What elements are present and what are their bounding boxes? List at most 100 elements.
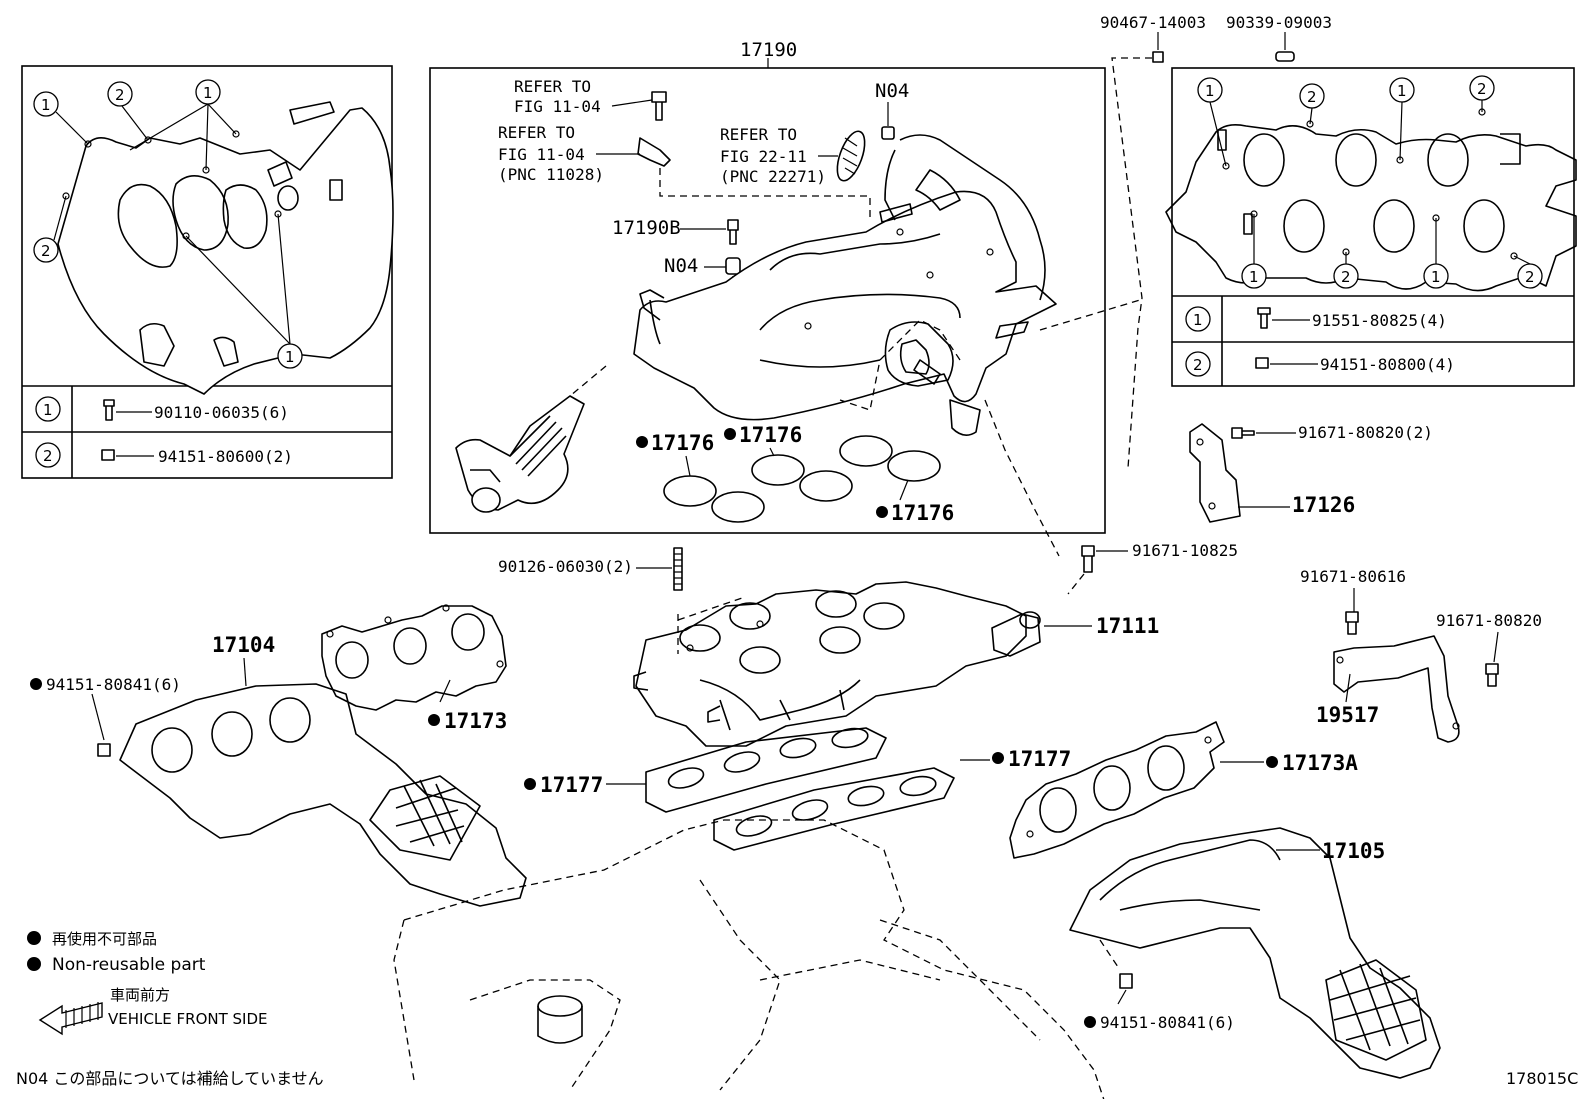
callout-num: 1 <box>1205 82 1215 100</box>
bolt-91671-10825-icon <box>1081 545 1095 573</box>
label-17173[interactable]: 17173 <box>444 709 507 733</box>
label-refer2-line2[interactable]: FIG 11-04 <box>498 145 585 164</box>
intake-plenum-drawing <box>633 134 1057 436</box>
label-refer3-line2[interactable]: FIG 22-11 <box>720 147 807 166</box>
label-17176-b[interactable]: 17176 <box>739 423 802 447</box>
label-94151-80841-a[interactable]: 94151-80841(6) <box>46 675 181 694</box>
figure-id: 178015C <box>1506 1069 1578 1088</box>
bracket-17126-drawing <box>1189 423 1241 523</box>
callout-2-right-a <box>1299 83 1325 109</box>
label-17111[interactable]: 17111 <box>1096 614 1159 638</box>
callout-num: 1 <box>1431 268 1441 286</box>
bolt-90467-icon <box>1152 51 1164 63</box>
callout-num: 2 <box>1525 268 1535 286</box>
legend-n04-note: N04 この部品については補給していません <box>16 1069 324 1088</box>
bolt-91671-80616-icon <box>1345 611 1359 635</box>
callout-1-left-c <box>277 343 303 369</box>
callout-num: 2 <box>1477 80 1487 98</box>
bracket-19517-drawing <box>1333 635 1460 743</box>
bolt-91671-80820-b-icon <box>1485 663 1499 687</box>
right-detail-frame <box>1171 67 1575 387</box>
callout-1-right-a <box>1197 77 1223 103</box>
label-90467-14003[interactable]: 90467-14003 <box>1100 13 1206 32</box>
label-refer2-line3: (PNC 11028) <box>498 165 604 184</box>
callout-num: 2 <box>115 86 125 104</box>
throttle-body-drawing <box>455 395 585 513</box>
gaskets-17176-drawing <box>663 435 941 523</box>
label-91671-80616[interactable]: 91671-80616 <box>1300 567 1406 586</box>
filter-screen-icon <box>836 130 866 182</box>
legend-nonreusable-dot-2 <box>27 957 41 971</box>
nonreusable-dot-17177b <box>992 752 1004 764</box>
stud-90126-icon <box>673 547 683 591</box>
label-17177-b[interactable]: 17177 <box>1008 747 1071 771</box>
label-refer3-line1: REFER TO <box>720 125 797 144</box>
nonreusable-dot-17176a <box>636 436 648 448</box>
callout-num: 2 <box>1341 268 1351 286</box>
callout-2-right-b <box>1469 75 1495 101</box>
nonreusable-dot-17176c <box>876 506 888 518</box>
label-n04-mid[interactable]: N04 <box>664 255 698 277</box>
label-17177-a[interactable]: 17177 <box>540 773 603 797</box>
label-n04-top[interactable]: N04 <box>875 80 909 102</box>
label-refer1-line1: REFER TO <box>514 77 591 96</box>
label-17104[interactable]: 17104 <box>212 633 275 657</box>
nonreusable-dot-17173a <box>1266 756 1278 768</box>
label-17190[interactable]: 17190 <box>740 39 797 61</box>
nut-94151-80800-icon <box>1255 357 1269 369</box>
gaskets-17177-drawing <box>645 727 955 851</box>
right-table-row2-part[interactable]: 94151-80800(4) <box>1320 355 1455 374</box>
label-17176-a[interactable]: 17176 <box>651 431 714 455</box>
bolt-91671-80820-icon <box>1231 427 1255 439</box>
label-17190b[interactable]: 17190B <box>612 217 681 239</box>
left-table-row1-part[interactable]: 90110-06035(6) <box>154 403 289 422</box>
n04-top-icon <box>881 126 895 140</box>
right-table-row1-part[interactable]: 91551-80825(4) <box>1312 311 1447 330</box>
bolt-91551-icon <box>1257 307 1271 329</box>
label-90126-06030[interactable]: 90126-06030(2) <box>498 557 633 576</box>
n04-mid-icon <box>725 257 741 275</box>
label-91671-10825[interactable]: 91671-10825 <box>1132 541 1238 560</box>
nut-94151-80841-a-icon <box>97 743 111 757</box>
left-manifold-drawing <box>57 101 394 395</box>
callout-1-left-b <box>195 79 221 105</box>
legend-nonreusable-dot <box>27 931 41 945</box>
nut-94151-80841-b-icon <box>1119 973 1133 989</box>
right-table-num-1 <box>1185 306 1211 332</box>
callout-num: 1 <box>203 84 213 102</box>
nonreusable-dot-17176b <box>724 428 736 440</box>
callout-1-right-d <box>1423 263 1449 289</box>
label-refer3-line3: (PNC 22271) <box>720 167 826 186</box>
label-17105[interactable]: 17105 <box>1322 839 1385 863</box>
label-91671-80820-b[interactable]: 91671-80820 <box>1436 611 1542 630</box>
label-17126[interactable]: 17126 <box>1292 493 1355 517</box>
label-17173a[interactable]: 17173A <box>1282 751 1358 775</box>
nonreusable-dot-17177a <box>524 778 536 790</box>
nonreusable-dot-94151b <box>1084 1016 1096 1028</box>
legend-nonreusable-jp: 再使用不可部品 <box>52 930 157 948</box>
label-17176-c[interactable]: 17176 <box>891 501 954 525</box>
left-table-row2-num: 2 <box>43 447 53 465</box>
left-table-row2-part[interactable]: 94151-80600(2) <box>158 447 293 466</box>
gasket-17173a-drawing <box>1009 721 1225 859</box>
legend-front-en: VEHICLE FRONT SIDE <box>108 1010 268 1028</box>
vehicle-front-arrow-icon <box>38 1002 103 1036</box>
legend-nonreusable-en: Non-reusable part <box>52 955 206 975</box>
label-90339-09003[interactable]: 90339-09003 <box>1226 13 1332 32</box>
callout-1-right-b <box>1389 77 1415 103</box>
label-91671-80820-2[interactable]: 91671-80820(2) <box>1298 423 1433 442</box>
label-19517[interactable]: 19517 <box>1316 703 1379 727</box>
callout-2-left-b <box>33 237 59 263</box>
nut-94151-80600-icon <box>101 449 115 461</box>
callout-num: 1 <box>1249 268 1259 286</box>
bolt-17190b-icon <box>727 219 739 245</box>
engine-block-outline <box>393 819 1105 1099</box>
lower-intake-17111-drawing <box>633 581 1041 747</box>
callout-1-left-a <box>33 91 59 117</box>
label-refer1-line2[interactable]: FIG 11-04 <box>514 97 601 116</box>
legend-front-jp: 車両前方 <box>110 986 170 1004</box>
label-94151-80841-b[interactable]: 94151-80841(6) <box>1100 1013 1235 1032</box>
callout-num: 1 <box>41 96 51 114</box>
label-refer2-line1: REFER TO <box>498 123 575 142</box>
